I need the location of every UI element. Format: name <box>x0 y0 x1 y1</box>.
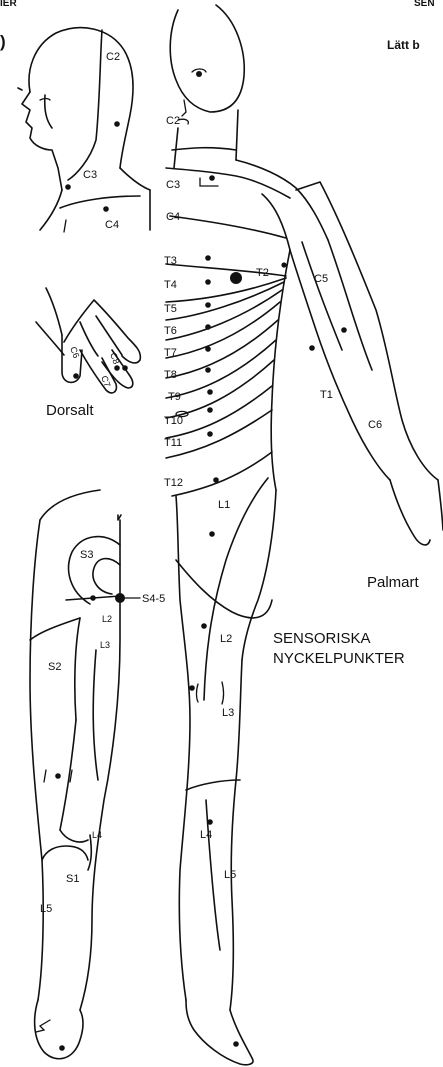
key-point-l5 <box>233 1041 239 1047</box>
leg-label-l3-back: L3 <box>100 640 110 650</box>
body-label-t12: T12 <box>164 477 183 489</box>
leg-label-s2: S2 <box>48 661 61 673</box>
key-point-l4 <box>207 819 213 825</box>
key-point-c7-hand <box>114 365 120 371</box>
key-point-c4-head <box>103 206 109 212</box>
key-point-s3 <box>90 595 96 601</box>
hand-dorsal-view <box>36 288 140 393</box>
body-label-t11: T11 <box>164 437 182 449</box>
body-label-t6: T6 <box>164 325 177 337</box>
leg-label-l4-back: L4 <box>92 830 102 840</box>
body-label-t2: T2 <box>256 267 269 279</box>
body-label-c4: C4 <box>166 211 180 223</box>
body-label-t9: T9 <box>168 391 181 403</box>
key-point-l1 <box>209 531 215 537</box>
key-point-t6 <box>205 324 211 330</box>
leg-label-l2: L2 <box>220 633 232 645</box>
key-point-c3-head <box>65 184 71 190</box>
arm-label-c5: C5 <box>314 273 328 285</box>
leg-label-s4-5: S4-5 <box>142 593 165 605</box>
key-point-t2 <box>281 262 286 267</box>
arm-label-c6: C6 <box>368 419 382 431</box>
header-left-fragment: IER <box>0 0 17 9</box>
leg-label-l2-back: L2 <box>102 614 112 624</box>
leg-label-s1: S1 <box>66 873 79 885</box>
key-point-t7 <box>205 346 211 352</box>
key-point-c8-hand <box>122 365 128 371</box>
key-point-t3 <box>205 255 211 261</box>
key-point-s2 <box>55 773 61 779</box>
leg-label-s3: S3 <box>80 549 93 561</box>
leg-label-l5-back: L5 <box>40 903 52 915</box>
body-label-t3: T3 <box>164 255 177 267</box>
dorsal-caption: Dorsalt <box>46 402 94 419</box>
key-point-l2 <box>201 623 207 629</box>
header-paren: ) <box>0 32 6 52</box>
key-point-t1 <box>309 345 315 351</box>
key-points-caption-line2: NYCKELPUNKTER <box>273 650 405 667</box>
key-point-l3 <box>189 685 195 691</box>
hand-label-c6: C6 <box>68 345 81 359</box>
leg-back-view <box>30 490 121 1059</box>
arm-label-t1: T1 <box>320 389 333 401</box>
hand-label-c7: C7 <box>99 374 112 388</box>
hand-label-c8: C8 <box>108 351 121 365</box>
body-front-view <box>166 5 443 1065</box>
key-point-nipple <box>230 272 242 284</box>
key-point-c2-head <box>114 121 120 127</box>
body-label-t4: T4 <box>164 279 177 291</box>
key-points-caption-line1: SENSORISKA <box>273 630 371 647</box>
leg-label-l4: L4 <box>200 829 212 841</box>
body-label-t8: T8 <box>164 369 177 381</box>
body-label-t10: T10 <box>164 415 183 427</box>
head-label-c3: C3 <box>83 169 97 181</box>
key-point-s1 <box>59 1045 65 1051</box>
leg-label-l3: L3 <box>222 707 234 719</box>
body-label-t5: T5 <box>164 303 177 315</box>
key-point-c3 <box>209 175 215 181</box>
key-point-t8 <box>205 367 211 373</box>
body-label-t7: T7 <box>164 347 177 359</box>
header-right-fragment: SEN <box>414 0 435 9</box>
key-point-t12 <box>213 477 219 483</box>
key-point-t11 <box>207 431 213 437</box>
palmar-caption: Palmart <box>367 574 419 591</box>
head-label-c4: C4 <box>105 219 119 231</box>
key-point-t5 <box>205 302 211 308</box>
key-point-c6-hand <box>73 373 79 379</box>
light-touch-legend: Lätt b <box>387 38 420 52</box>
head-side-view <box>18 28 150 232</box>
leg-label-l5: L5 <box>224 869 236 881</box>
key-point-t9 <box>207 389 213 395</box>
body-label-c3: C3 <box>166 179 180 191</box>
leg-label-l1: L1 <box>218 499 230 511</box>
key-point-t4 <box>205 279 211 285</box>
key-point-t10 <box>207 407 213 413</box>
key-point-c5 <box>341 327 347 333</box>
body-label-c2: C2 <box>166 115 180 127</box>
head-label-c2: C2 <box>106 51 120 63</box>
